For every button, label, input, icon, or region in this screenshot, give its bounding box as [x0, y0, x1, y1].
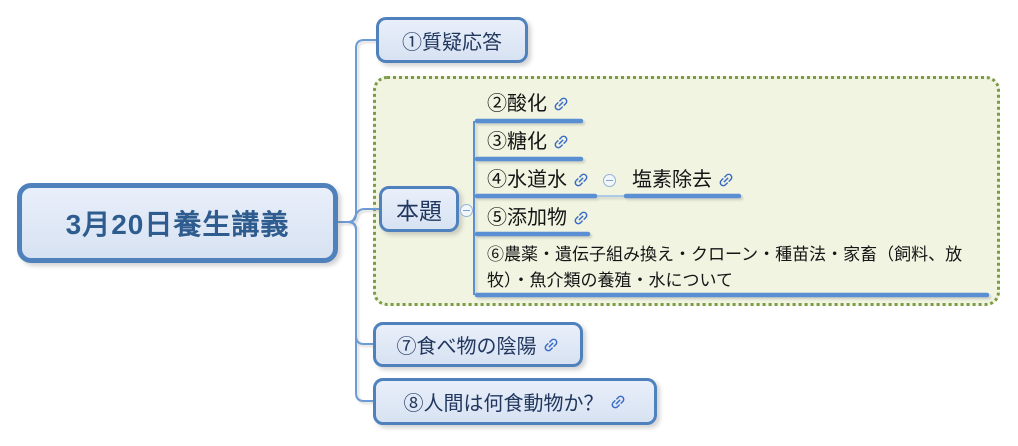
topic-additives[interactable]: ⑤添加物	[487, 207, 590, 229]
topic-yinyang[interactable]: ⑦食べ物の陰陽	[373, 322, 583, 367]
topic-qa-label: ①質疑応答	[402, 31, 502, 54]
topic-oxidation-label: ②酸化	[487, 93, 547, 115]
branch-line-qa	[338, 39, 376, 223]
collapse-icon[interactable]	[460, 204, 473, 217]
topic-tap-water-label: ④水道水	[487, 169, 567, 191]
link-icon[interactable]	[552, 95, 570, 113]
link-icon[interactable]	[572, 209, 590, 227]
link-icon[interactable]	[609, 393, 627, 411]
topic-whateater-label: ⑧人間は何食動物か？	[403, 393, 604, 415]
topic-tap-water[interactable]: ④水道水	[487, 169, 590, 191]
link-icon[interactable]	[552, 133, 570, 151]
branch-line-whateater	[338, 221, 373, 402]
main-topic-boundary[interactable]	[373, 76, 1000, 306]
topic-agrochemicals[interactable]: ⑥農薬・遺伝子組み換え・クローン・種苗法・家畜（飼料、放牧）・魚介類の養殖・水に…	[487, 242, 995, 294]
link-icon[interactable]	[542, 336, 560, 354]
root-topic-label: 3月20日養生講義	[65, 209, 290, 240]
link-icon[interactable]	[717, 171, 735, 189]
topic-chlorine-removal-label: 塩素除去	[632, 169, 712, 191]
topic-whateater[interactable]: ⑧人間は何食動物か？	[373, 378, 657, 425]
topic-main[interactable]: 本題	[379, 186, 459, 232]
topic-chlorine-removal[interactable]: 塩素除去	[632, 169, 735, 191]
topic-agrochemicals-label: ⑥農薬・遺伝子組み換え・クローン・種苗法・家畜（飼料、放牧）・魚介類の養殖・水に…	[487, 245, 963, 290]
topic-oxidation[interactable]: ②酸化	[487, 93, 570, 115]
root-topic[interactable]: 3月20日養生講義	[17, 183, 338, 263]
topic-glycation[interactable]: ③糖化	[487, 131, 570, 153]
collapse-icon[interactable]	[603, 174, 616, 187]
branch-line-main	[338, 208, 379, 223]
link-icon[interactable]	[572, 171, 590, 189]
topic-glycation-label: ③糖化	[487, 131, 547, 153]
topic-qa[interactable]: ①質疑応答	[376, 17, 528, 63]
topic-yinyang-label: ⑦食べ物の陰陽	[396, 336, 537, 358]
topic-main-label: 本題	[396, 198, 442, 224]
topic-additives-label: ⑤添加物	[487, 207, 567, 229]
